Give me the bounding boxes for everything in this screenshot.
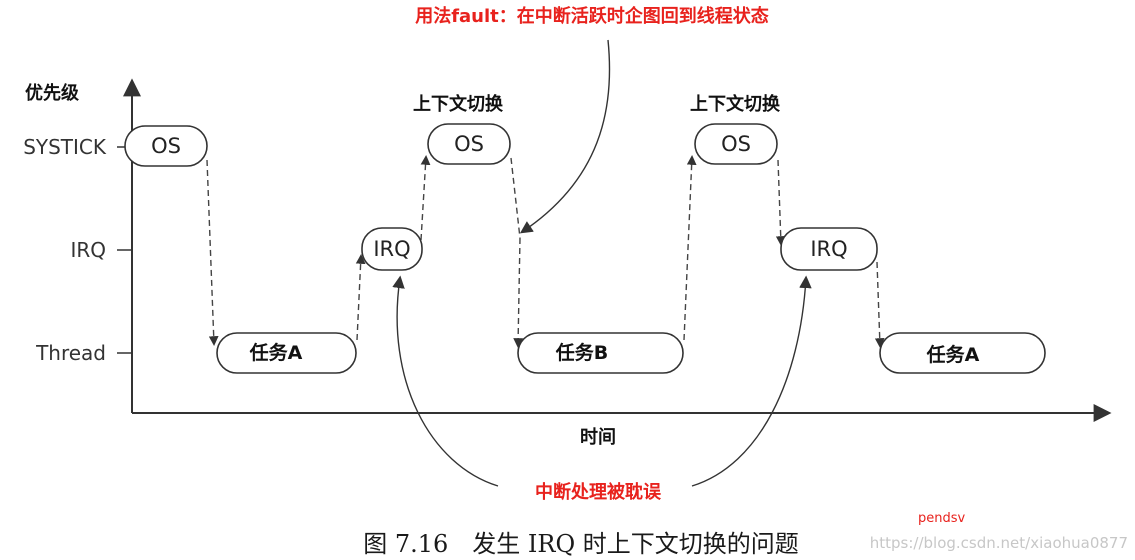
transition-irq-to-os2 <box>420 155 431 241</box>
pendsv-note: pendsv <box>918 511 966 526</box>
context-switch-heading-1: 上下文切换 <box>413 93 504 115</box>
transition-os1-to-task-a <box>206 159 219 346</box>
os-box-3-label: OS <box>721 132 751 156</box>
level-label-thread: Thread <box>35 341 106 365</box>
task-a-box-1-label: 任务A <box>249 341 303 364</box>
task-b-box-label: 任务B <box>555 341 608 364</box>
fault-callout-arrow <box>519 39 611 234</box>
task-a-box-1: 任务A <box>216 332 357 374</box>
transition-task-b-to-os3 <box>683 155 697 341</box>
delay-callout-arrow-right <box>691 275 812 487</box>
task-a-box-2: 任务A <box>879 332 1046 374</box>
level-label-systick: SYSTICK <box>23 135 107 159</box>
os-box-1: OS <box>124 125 208 167</box>
level-label-irq: IRQ <box>70 238 106 262</box>
y-axis-title: 优先级 <box>25 82 80 104</box>
watermark: https://blog.csdn.net/xiaohua0877 <box>870 534 1128 552</box>
irq-box-2: IRQ <box>780 227 878 271</box>
delay-callout-arrow-left <box>392 275 499 487</box>
transition-os2-to-irq-level <box>510 157 521 239</box>
transition-os3-to-irq <box>775 159 786 246</box>
figure-caption: 图 7.16 发生 IRQ 时上下文切换的问题 <box>363 530 799 558</box>
task-b-box: 任务B <box>517 332 684 374</box>
irq-box-1-label: IRQ <box>373 237 410 261</box>
transition-irq-to-task-a <box>874 261 885 348</box>
os-box-2: OS <box>427 123 511 165</box>
task-a-box-2-label: 任务A <box>926 343 980 366</box>
os-box-3: OS <box>694 123 778 165</box>
irq-box-1: IRQ <box>361 227 423 271</box>
os-box-1-label: OS <box>151 134 181 158</box>
irq-box-2-label: IRQ <box>810 237 847 261</box>
transition-to-task-b <box>513 237 524 348</box>
fault-note: 用法fault：在中断活跃时企图回到线程状态 <box>415 5 769 27</box>
os-box-2-label: OS <box>454 132 484 156</box>
x-axis-title: 时间 <box>580 427 616 448</box>
delay-note: 中断处理被耽误 <box>535 481 662 503</box>
transition-task-a-to-irq <box>355 254 366 341</box>
context-switch-heading-2: 上下文切换 <box>690 93 781 115</box>
